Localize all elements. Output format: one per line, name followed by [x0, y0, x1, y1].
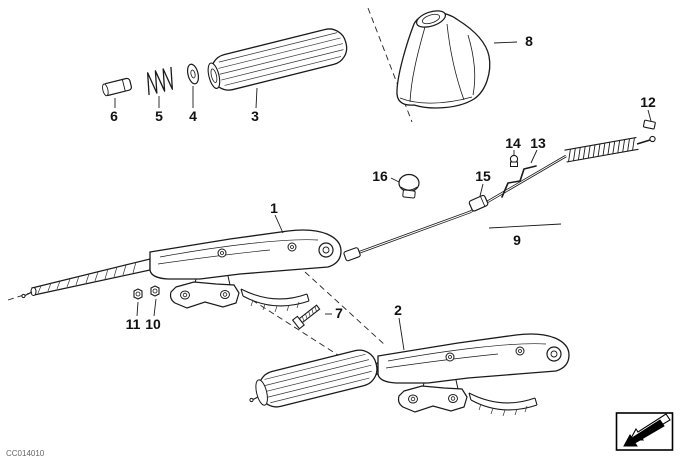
part-12-nut: [642, 119, 656, 130]
part-2-grip: [255, 349, 378, 408]
part-label-5[interactable]: 5: [155, 108, 163, 124]
part-label-1[interactable]: 1: [270, 200, 278, 216]
part-15-sleeve: [468, 194, 489, 212]
part-4-washer: [186, 63, 200, 85]
part-label-12[interactable]: 12: [640, 94, 656, 110]
part-10-nut: [150, 285, 160, 297]
continuation-arrow-icon[interactable]: [615, 412, 674, 451]
part-6-pin: [102, 77, 132, 97]
part-8-gaiter-boot: [396, 10, 491, 109]
part-5-spring: [146, 66, 174, 96]
diagram-code: CC014010: [6, 449, 45, 458]
part-label-6[interactable]: 6: [110, 108, 118, 124]
part-16-holder: [398, 173, 420, 199]
part-3-grip: [207, 28, 348, 91]
part-9-cable: [343, 135, 656, 262]
part-label-9[interactable]: 9: [513, 232, 521, 248]
part-label-3[interactable]: 3: [251, 108, 259, 124]
part-14-grommet: [509, 154, 519, 167]
part-7-bolt: [291, 304, 321, 330]
part-label-16[interactable]: 16: [372, 168, 388, 184]
part-label-4[interactable]: 4: [189, 108, 197, 124]
part-label-14[interactable]: 14: [505, 135, 521, 151]
part-11-nut: [133, 288, 143, 300]
part-2-handbrake-lever: [249, 333, 570, 417]
part-label-7[interactable]: 7: [335, 305, 343, 321]
part-label-10[interactable]: 10: [145, 316, 161, 332]
part-label-11[interactable]: 11: [125, 316, 141, 332]
part-label-15[interactable]: 15: [475, 168, 491, 184]
part-label-8[interactable]: 8: [525, 33, 533, 49]
leader-lines: [114, 41, 652, 351]
part-label-13[interactable]: 13: [530, 135, 546, 151]
part-13-rod: [501, 165, 537, 198]
part-label-2[interactable]: 2: [394, 302, 402, 318]
